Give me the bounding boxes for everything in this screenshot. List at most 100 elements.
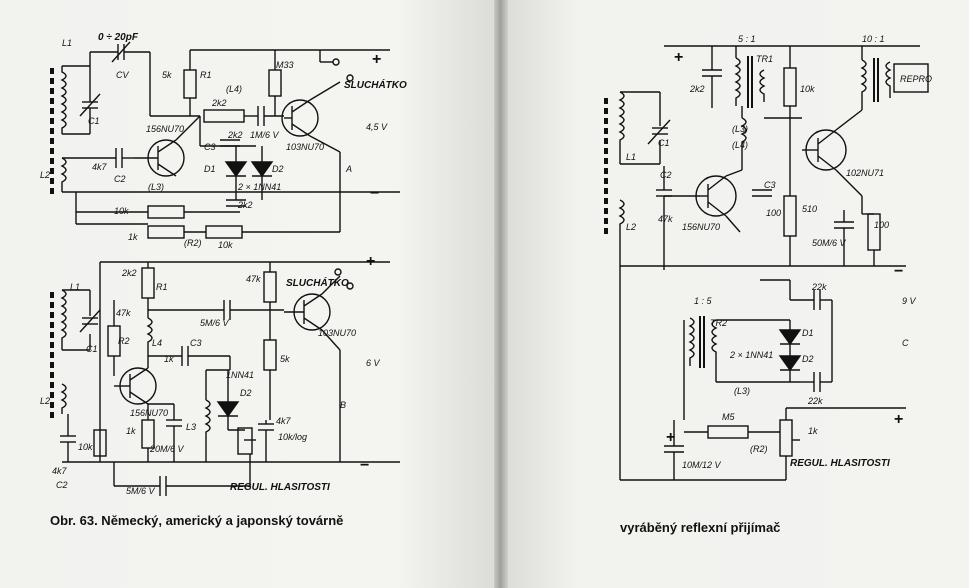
label-100-c: 100 [766,208,781,218]
label-47k-b: 47k [116,308,131,318]
label-c1-a: C1 [88,116,100,126]
label-cv: CV [116,70,129,80]
left-page: L1 0 ÷ 20pF CV C1 L2 4k7 C2 5k R1 (L4) 2… [0,0,494,588]
left-caption: Obr. 63. Německý, americký a japonský to… [50,513,344,528]
label-supply-b: 6 V [366,358,381,368]
right-page: + 5 : 1 10 : 1 TR1 2k2 10k REPRO (L3) (L… [508,0,969,588]
label-ratio2: 10 : 1 [862,34,885,44]
label-1m-a: 1M/6 V [250,130,280,140]
label-m33: M33 [276,60,294,70]
right-caption: vyráběný reflexní přijímač [620,520,781,535]
label-10m: 10M/12 V [682,460,722,470]
label-c2-b: C2 [56,480,68,490]
plus-c-bottom: + [894,411,903,428]
label-l2-c: L2 [626,222,636,232]
label-l4-b: L4 [152,338,162,348]
label-t2-a: 103NU70 [286,142,324,152]
label-tr1: TR1 [756,54,773,64]
label-100-r-c: 100 [874,220,889,230]
label-section-b: B [340,400,346,410]
label-47k-c: 47k [658,214,673,224]
label-l4-a: (L4) [226,84,242,94]
label-22k-b-c: 22k [807,396,823,406]
label-phones-b: SLUCHÁTKO [286,276,349,289]
coil-l1-a [60,66,67,134]
label-m5: M5 [722,412,735,422]
label-4k7-right-b: 4k7 [276,416,292,426]
label-10k-b-a: 10k [218,240,233,250]
label-r2-a: (R2) [184,238,202,248]
label-c3-b: C3 [190,338,202,348]
minus-b: − [360,457,369,474]
plus-c-cap: + [666,429,675,446]
label-supply-c: 9 V [902,296,917,306]
label-c1-c: C1 [658,138,670,148]
label-22k-c: 22k [811,282,827,292]
label-l3-a: (L3) [148,182,164,192]
label-10k-a: 10k [114,206,129,216]
label-c2-c: C2 [660,170,672,180]
label-47k-right-b: 47k [246,274,261,284]
label-t1-a: 156NU70 [146,124,184,134]
label-20m-b: 20M/6 V [149,444,185,454]
label-cv-value: 0 ÷ 20pF [98,32,139,43]
label-diodes-c: 2 × 1NN41 [729,350,773,360]
label-phones-a: SLUCHÁTKO [344,78,407,91]
label-4k7-b: 4k7 [52,466,68,476]
label-l4-c: (L4) [732,140,748,150]
label-2k2-bot-a: 2k2 [237,200,253,210]
label-pot-c: 1k [808,426,818,436]
label-section-a: A [345,164,352,174]
label-2k2-b: 2k2 [121,268,137,278]
label-ratio1: 5 : 1 [738,34,756,44]
label-diodes-a: 2 × 1NN41 [237,182,281,192]
label-diode-b: 1NN41 [226,370,254,380]
label-d1-c: D1 [802,328,814,338]
label-r1-a: R1 [200,70,212,80]
label-supply-a: 4,5 V [366,122,388,132]
label-2k2-c: 2k2 [689,84,705,94]
label-10k-c: 10k [800,84,815,94]
label-l2-a: L2 [40,170,50,180]
label-5m-b: 5M/6 V [200,318,230,328]
schematic-left: L1 0 ÷ 20pF CV C1 L2 4k7 C2 5k R1 (L4) 2… [40,32,407,496]
label-t2-c: 102NU71 [846,168,884,178]
label-t1-c: 156NU70 [682,222,720,232]
label-r2-c: (R2) [750,444,768,454]
label-l3-b: L3 [186,422,196,432]
label-l1-c: L1 [626,152,636,162]
label-50m: 50M/6 V [812,238,847,248]
label-tr2: TR2 [710,318,727,328]
label-1k-cap-b: 1k [164,354,174,364]
label-c1-b: C1 [86,344,98,354]
label-5m-bottom-b: 5M/6 V [126,486,156,496]
label-d2-c: D2 [802,354,814,364]
label-t2-b: 103NU70 [318,328,356,338]
label-ratio3: 1 : 5 [694,296,713,306]
label-d2-b: D2 [240,388,252,398]
plus-c-top: + [674,49,683,66]
label-volume-c: REGUL. HLASITOSTI [790,458,890,469]
label-r2-b: R2 [118,336,130,346]
label-speaker: REPRO [900,74,932,84]
label-c3-a: C3 [204,142,216,152]
label-l3b-c: (L3) [734,386,750,396]
label-5k-a: 5k [162,70,172,80]
label-volume-b: REGUL. HLASITOSTI [230,482,330,493]
label-d1-a: D1 [204,164,216,174]
minus-c: − [894,263,903,280]
plus-a: + [372,51,381,68]
label-r1-b: R1 [156,282,168,292]
minus-a: − [370,185,379,202]
label-10k-b: 10k [78,442,93,452]
label-c2-a: C2 [114,174,126,184]
label-c3-c: C3 [764,180,776,190]
label-l1-a: L1 [62,38,72,48]
label-2k2-a: 2k2 [211,98,227,108]
label-510: 510 [802,204,817,214]
label-section-c: C [902,338,909,348]
schematic-right: + 5 : 1 10 : 1 TR1 2k2 10k REPRO (L3) (L… [604,34,932,481]
coil-l2-a [60,157,67,192]
label-5k-b: 5k [280,354,290,364]
